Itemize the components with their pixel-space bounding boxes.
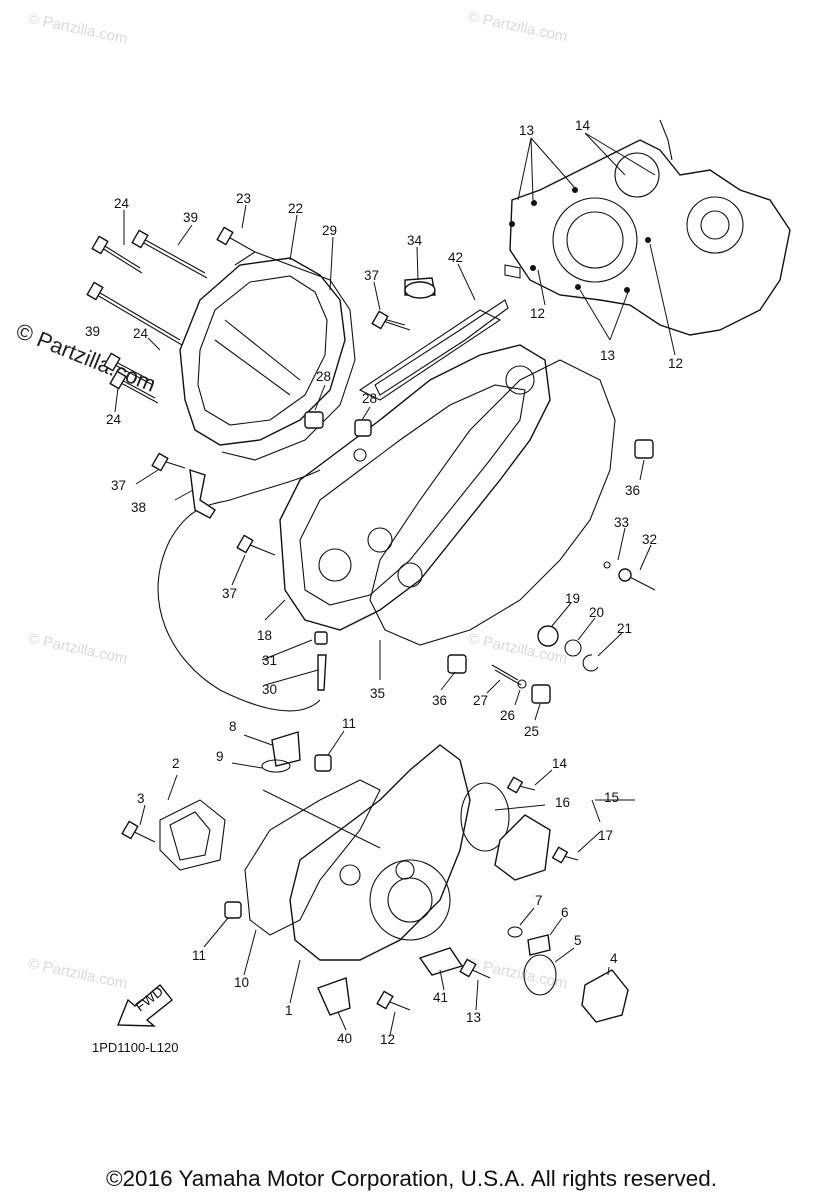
callout: 11	[192, 948, 206, 963]
callout: 30	[262, 682, 277, 697]
callout: 25	[524, 724, 539, 739]
gasket	[369, 359, 616, 646]
callout: 37	[364, 268, 379, 283]
callout: 11	[342, 716, 356, 731]
callout: 5	[574, 933, 582, 948]
callout: 14	[575, 118, 591, 133]
crankcase-cover	[279, 309, 551, 631]
callout: 21	[617, 621, 632, 636]
callout: 13	[519, 123, 534, 138]
callout: 31	[262, 653, 277, 668]
callout: 42	[448, 250, 463, 265]
callout: 24	[106, 412, 122, 427]
callout: 34	[407, 233, 423, 248]
callout: 39	[85, 324, 100, 339]
callout: 8	[229, 719, 237, 734]
callout: 36	[432, 693, 447, 708]
callout: 3	[137, 791, 145, 806]
callout: 35	[370, 686, 385, 701]
callout: 2	[172, 756, 180, 771]
callout: 33	[614, 515, 629, 530]
callout: 18	[257, 628, 272, 643]
leader-lines	[114, 204, 652, 1036]
callout: 15	[604, 790, 619, 805]
small-parts	[151, 277, 656, 704]
callout: 23	[236, 191, 251, 206]
callout: 14	[552, 756, 568, 771]
callout: 10	[234, 975, 249, 990]
callout: 26	[500, 708, 515, 723]
callout: 27	[473, 693, 488, 708]
bolts-top-left	[86, 226, 256, 404]
callout: 19	[565, 591, 580, 606]
callout: 9	[216, 749, 224, 764]
callout: 40	[337, 1031, 352, 1046]
callout: 38	[131, 500, 146, 515]
oil-hose	[157, 469, 321, 712]
copyright-notice: ©2016 Yamaha Motor Corporation, U.S.A. A…	[105, 1166, 718, 1191]
callout: 24	[114, 196, 130, 211]
callout: 37	[222, 586, 237, 601]
engine-block-inset	[504, 119, 791, 356]
callout: 12	[668, 356, 683, 371]
callout: 7	[535, 893, 543, 908]
callout: 16	[555, 795, 570, 810]
callout: 37	[111, 478, 126, 493]
callout: 32	[642, 532, 657, 547]
callout: 36	[625, 483, 640, 498]
callout: 13	[466, 1010, 481, 1025]
callout: 17	[598, 828, 613, 843]
callout-numbers: 1 2 3 4 5 6 7 8 9 10 11 11 12 12 12 13 1…	[85, 118, 683, 1047]
callout: 20	[589, 605, 604, 620]
lower-cover	[121, 731, 629, 1023]
callout: 6	[561, 905, 569, 920]
callout: 29	[322, 223, 337, 238]
callout: 4	[610, 951, 618, 966]
clutch-cover	[179, 251, 356, 461]
diagram-code: 1PD1100-L120	[92, 1040, 179, 1055]
callout: 22	[288, 201, 303, 216]
callout: 28	[362, 391, 377, 406]
bracket	[189, 468, 216, 519]
callout: 12	[380, 1032, 395, 1047]
callout: 24	[133, 326, 149, 341]
callout: 39	[183, 210, 198, 225]
callout: 13	[600, 348, 615, 363]
callout: 41	[433, 990, 448, 1005]
callout: 28	[316, 369, 331, 384]
fwd-arrow: FWD	[116, 983, 173, 1027]
callout: 1	[285, 1003, 293, 1018]
callout: 12	[530, 306, 545, 321]
